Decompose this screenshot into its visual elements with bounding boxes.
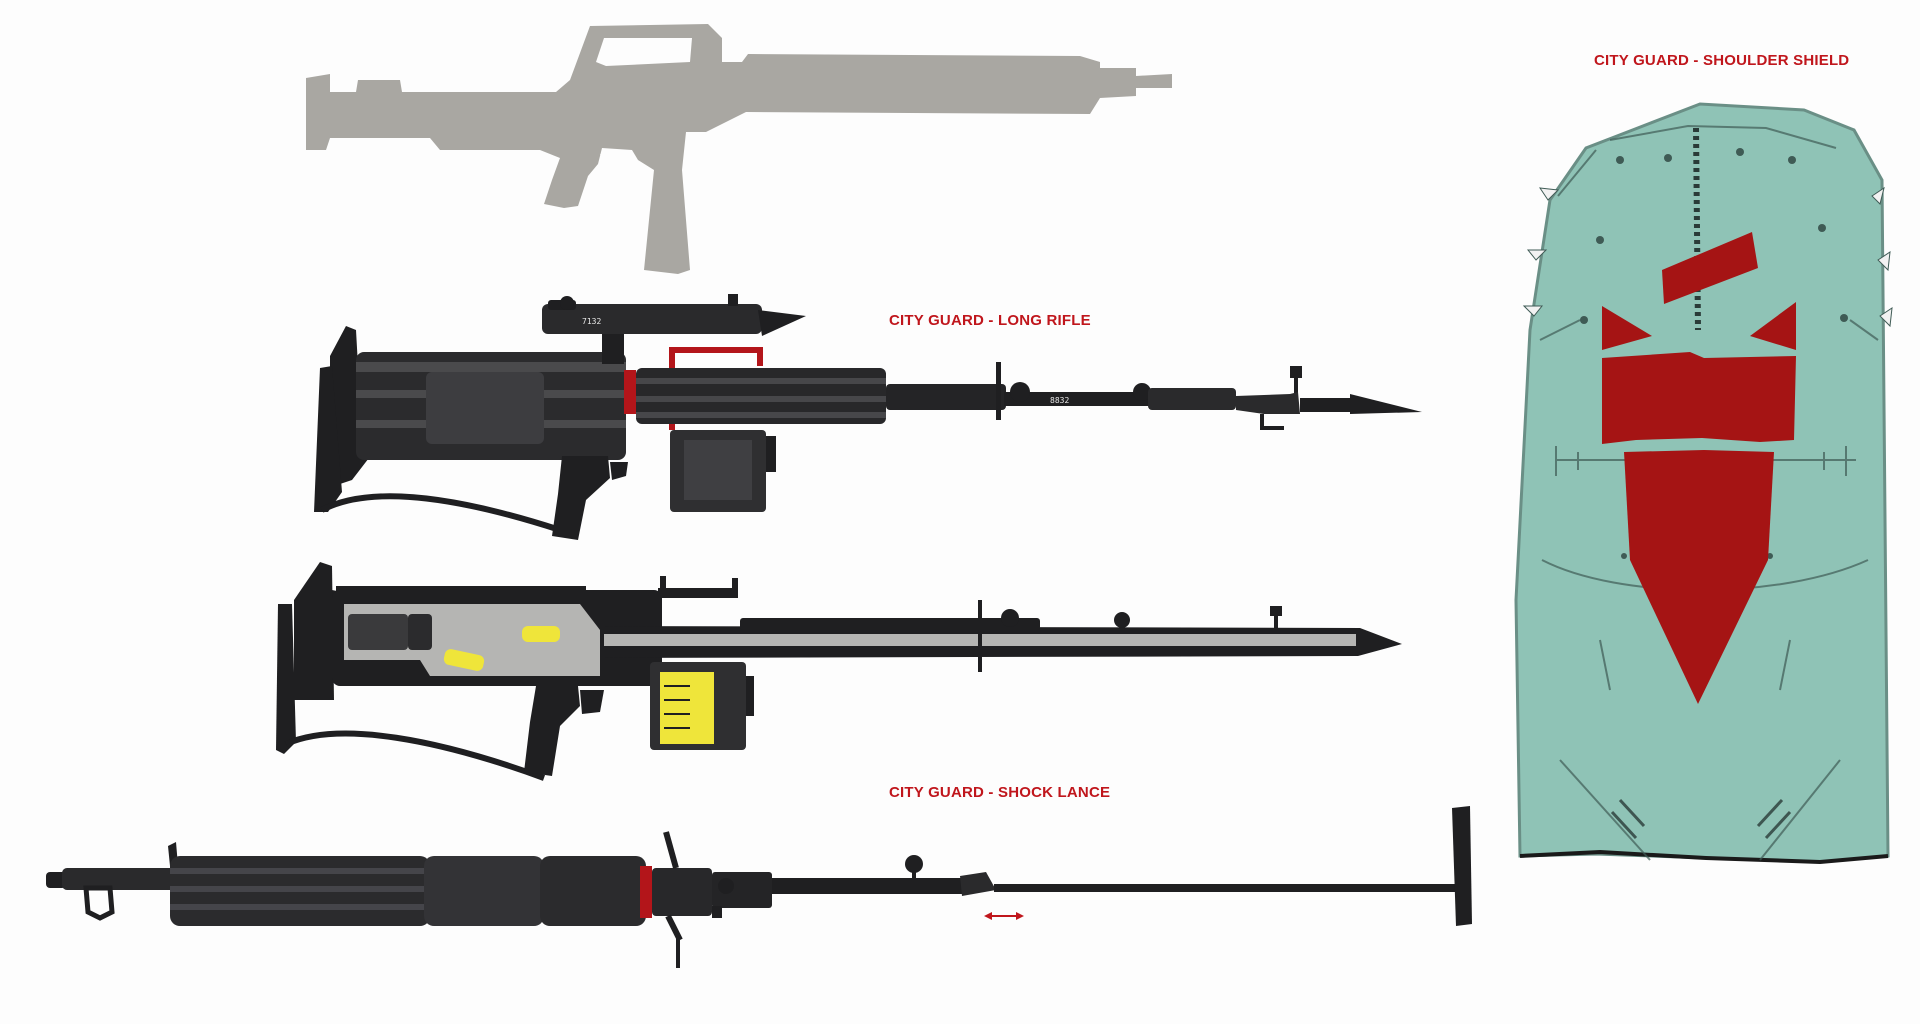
rifle-bayonet-blade — [1350, 394, 1422, 414]
cutaway-magazine-rounds — [660, 672, 714, 744]
cutaway-cartridge-1 — [522, 626, 560, 642]
reference-rifle-silhouette — [306, 24, 1172, 274]
shield-center-seam — [1693, 127, 1701, 331]
lance-extend-arrow — [984, 912, 1024, 920]
lance-red-ring — [640, 866, 652, 918]
cutaway-cartridge-2 — [443, 649, 485, 671]
shoulder-shield-label: CITY GUARD - SHOULDER SHIELD — [1594, 52, 1850, 69]
shoulder-shield-drawing — [1514, 102, 1893, 865]
lance-hammer-head — [1452, 806, 1472, 926]
rifle-grip — [552, 456, 610, 540]
long-rifle-label: CITY GUARD - LONG RIFLE — [889, 312, 1091, 329]
rifle-scope-serial: 7132 — [582, 317, 601, 326]
shock-lance-label: CITY GUARD - SHOCK LANCE — [889, 784, 1111, 801]
rifle-red-ring — [624, 370, 636, 414]
rifle-barrel-serial: 8832 — [1050, 396, 1069, 405]
cutaway-sling — [284, 730, 546, 781]
long-rifle-cutaway-drawing — [276, 562, 1402, 781]
shield-red-emblem — [1602, 232, 1796, 704]
rifle-sling — [320, 493, 561, 533]
rifle-scope: 7132 — [542, 294, 806, 364]
long-rifle-drawing: 7132 8832 — [314, 294, 1422, 540]
shock-lance-drawing: 7132 — [46, 806, 1472, 968]
